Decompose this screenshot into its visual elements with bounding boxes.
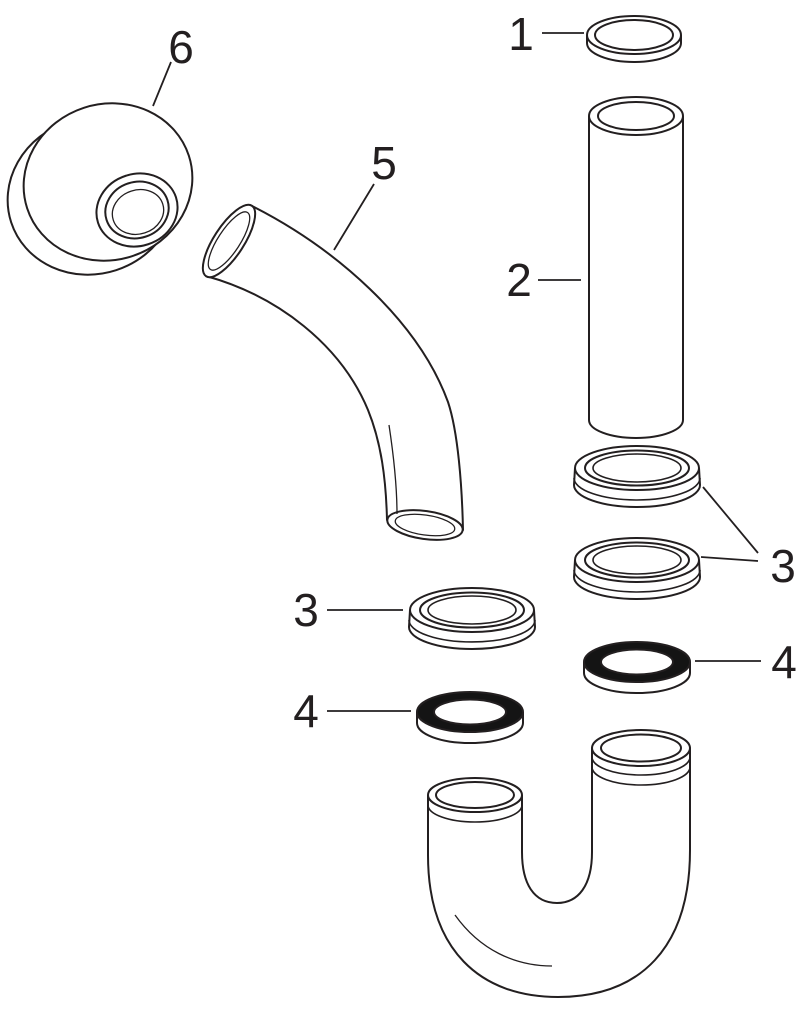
- part-trap-u-bend: [427, 729, 691, 998]
- callout-5-label: 5: [371, 137, 397, 189]
- bend-pipe-top-opening: [201, 203, 257, 279]
- tube-body: [588, 116, 684, 439]
- part-4-seal-ring-right: [583, 641, 691, 694]
- trap-right-opening-inner: [600, 733, 682, 763]
- part-4-seal-ring-left: [416, 691, 524, 744]
- callout-3-right-leader-upper: [702, 486, 759, 554]
- part-5-outlet-bend: [201, 203, 464, 541]
- seal-hole: [600, 648, 674, 676]
- part-6-escutcheon: [6, 102, 194, 276]
- trap-right-rim-line-1: [591, 756, 691, 776]
- callout-5-leader: [333, 183, 375, 251]
- callout-1-label: 1: [508, 8, 534, 60]
- bend-pipe-body: [205, 205, 464, 531]
- nut-hole: [419, 591, 525, 629]
- callout-4-left-label: 4: [293, 685, 319, 737]
- part-2-extension-tube: [588, 96, 684, 439]
- bend-pipe-top-opening-inner: [207, 211, 251, 271]
- nut-groove: [408, 619, 536, 643]
- trap-right-rim-line-2: [591, 766, 691, 786]
- trap-contour-line: [454, 914, 553, 967]
- bend-pipe-bottom-opening-inner: [394, 513, 456, 537]
- trap-left-rim-line: [427, 804, 523, 823]
- callout-3-left-label: 3: [293, 584, 319, 636]
- callout-3-right-leader-lower: [700, 556, 759, 562]
- trap-left-opening-inner: [435, 781, 515, 809]
- nut-hole-inner: [592, 453, 682, 483]
- nut-groove: [573, 569, 701, 593]
- bend-pipe-bottom-opening: [386, 509, 464, 541]
- tube-top-opening-inner: [597, 101, 675, 131]
- nut-hole-inner: [592, 545, 682, 575]
- escutcheon-hole-inner: [111, 188, 165, 236]
- callout-6-label: 6: [168, 21, 194, 73]
- nut-hole-inner: [427, 595, 517, 625]
- callout-2-label: 2: [506, 254, 532, 306]
- part-3-slip-nut-left: [408, 587, 536, 650]
- callouts: 1 2 3 3 4 4 5 6: [152, 8, 797, 737]
- callout-6-leader: [152, 61, 172, 107]
- part-1-flange-ring: [586, 15, 682, 63]
- nut-hole: [584, 449, 690, 487]
- callout-3-right-label: 3: [770, 540, 796, 592]
- bend-pipe-contour-line: [388, 424, 398, 515]
- ring1-hole: [594, 19, 674, 51]
- seal-hole: [433, 698, 507, 726]
- nut-groove: [573, 477, 701, 501]
- part-3-slip-nut-right-upper: [573, 445, 701, 508]
- callout-4-right-label: 4: [771, 636, 797, 688]
- part-3-slip-nut-right-lower: [573, 537, 701, 600]
- nut-hole: [584, 541, 690, 579]
